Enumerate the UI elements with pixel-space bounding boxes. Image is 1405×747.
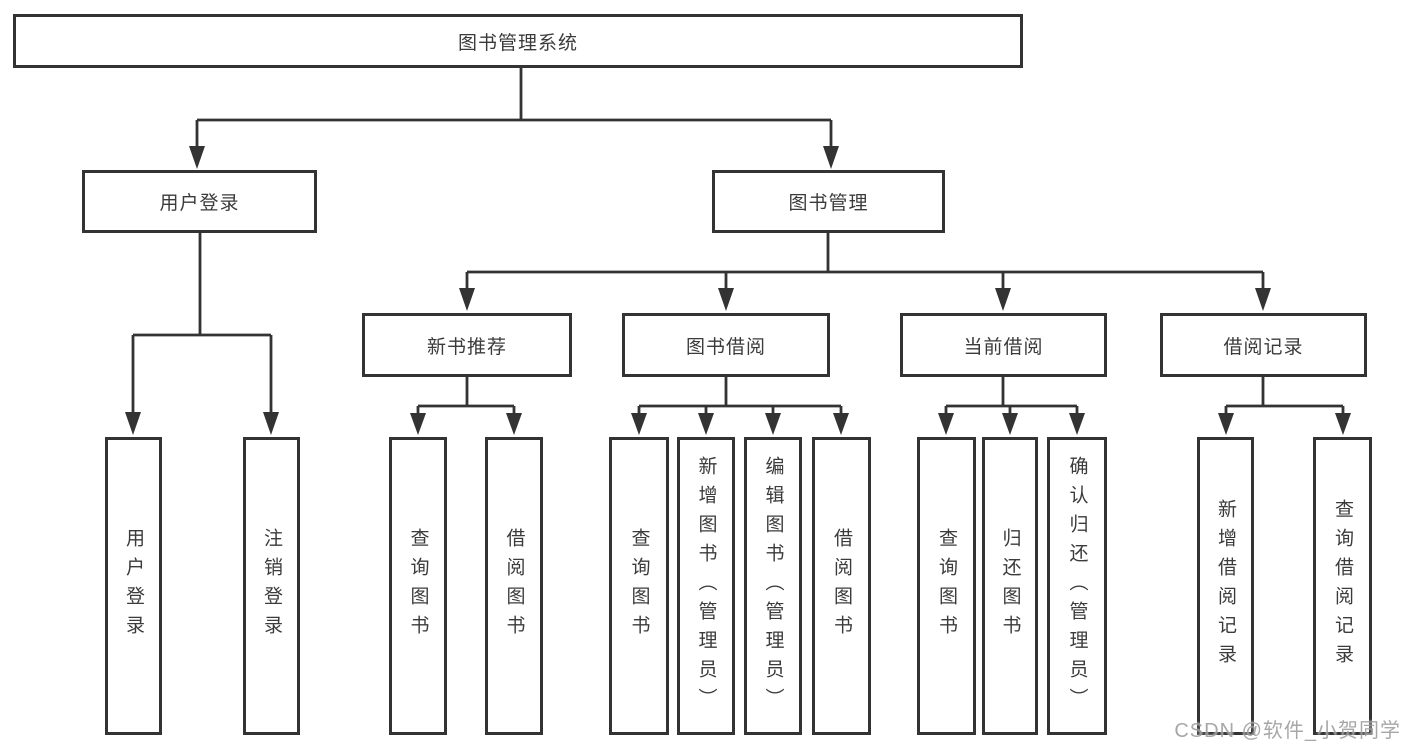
- leaf-query-borrow-record: 查询借阅记录: [1313, 437, 1372, 735]
- leaf-edit-books-admin-label: 编辑图书（管理员）: [762, 455, 784, 717]
- leaf-borrow-books-2-label: 借阅图书: [831, 528, 852, 644]
- leaf-query-books-2: 查询图书: [609, 437, 669, 735]
- leaf-query-borrow-record-label: 查询借阅记录: [1332, 499, 1353, 673]
- leaf-query-books-3: 查询图书: [917, 437, 976, 735]
- node-book-borrow-label: 图书借阅: [685, 336, 766, 358]
- node-root-system: 图书管理系统: [13, 14, 1023, 68]
- connector-arrow-user-login-head: [189, 146, 205, 169]
- leaf-edit-books-admin: 编辑图书（管理员）: [744, 437, 802, 735]
- connector-arrow-book-mgmt-head: [823, 146, 839, 169]
- leaf-logout: 注销登录: [243, 437, 300, 735]
- leaf-return-books: 归还图书: [982, 437, 1038, 735]
- leaf-user-login-label: 用户登录: [123, 528, 144, 644]
- leaf-add-books-admin-label: 新增图书（管理员）: [695, 455, 717, 717]
- node-book-borrow: 图书借阅: [622, 313, 830, 377]
- leaf-query-books-1: 查询图书: [389, 437, 447, 735]
- node-current-borrow: 当前借阅: [900, 313, 1107, 377]
- node-new-book-recommend: 新书推荐: [362, 313, 572, 377]
- leaf-confirm-return-admin: 确认归还（管理员）: [1047, 437, 1107, 735]
- leaf-logout-label: 注销登录: [261, 528, 282, 644]
- node-book-management: 图书管理: [712, 170, 945, 233]
- csdn-watermark: CSDN @软件_小贺同学: [1174, 720, 1401, 742]
- leaf-add-borrow-record-label: 新增借阅记录: [1215, 499, 1236, 673]
- node-new-book-recommend-label: 新书推荐: [426, 336, 507, 358]
- leaf-confirm-return-admin-label: 确认归还（管理员）: [1066, 455, 1088, 717]
- node-borrow-records: 借阅记录: [1160, 313, 1367, 377]
- leaf-borrow-books-2: 借阅图书: [812, 437, 871, 735]
- leaf-query-books-3-label: 查询图书: [936, 528, 957, 644]
- node-borrow-records-label: 借阅记录: [1223, 336, 1304, 358]
- leaf-borrow-books-1-label: 借阅图书: [503, 528, 525, 644]
- leaf-add-borrow-record: 新增借阅记录: [1197, 437, 1254, 735]
- node-user-login: 用户登录: [82, 170, 317, 233]
- node-current-borrow-label: 当前借阅: [963, 336, 1044, 358]
- leaf-add-books-admin: 新增图书（管理员）: [677, 437, 735, 735]
- leaf-query-books-2-label: 查询图书: [628, 528, 650, 644]
- node-root-label: 图书管理系统: [457, 32, 578, 54]
- node-user-login-label: 用户登录: [159, 193, 240, 214]
- node-book-management-label: 图书管理: [788, 193, 869, 214]
- leaf-borrow-books-1: 借阅图书: [485, 437, 543, 735]
- leaf-query-books-1-label: 查询图书: [407, 528, 429, 644]
- leaf-user-login: 用户登录: [105, 437, 162, 735]
- leaf-return-books-label: 归还图书: [999, 528, 1021, 644]
